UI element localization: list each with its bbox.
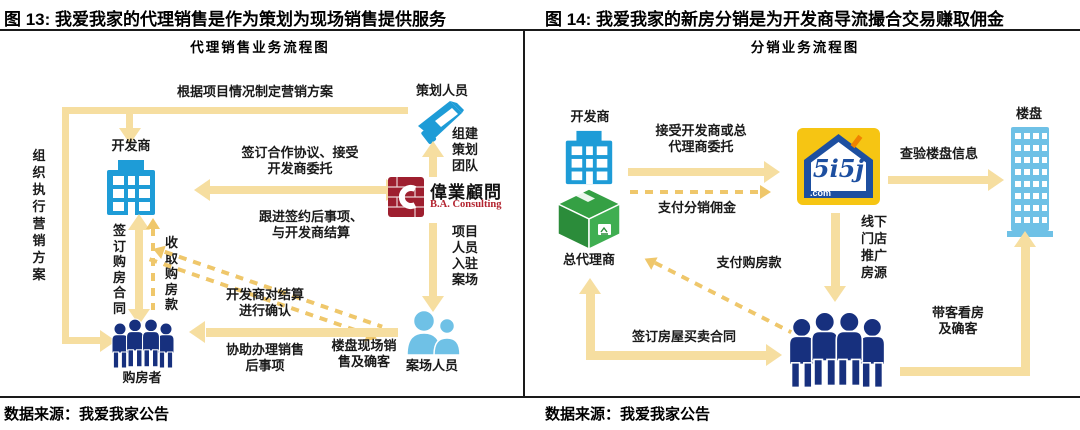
label-pay-house: 支付购房款 — [716, 256, 782, 271]
label-onsite-sale: 楼盘现场销 售及确客 — [331, 339, 397, 370]
arrow-sign-coop-line — [210, 186, 386, 194]
5i5j-logo: 5i5j .com — [797, 128, 880, 205]
arrow-collect-payment-line — [151, 228, 155, 310]
arrow-pay-commission-head — [760, 185, 771, 199]
arrow-organize-line2 — [62, 337, 102, 344]
figure-14-caption: 图 14: 我爱我家的新房分销是为开发商导流撮合交易赚取佣金 — [545, 10, 1005, 29]
site-staff-icon — [403, 309, 463, 356]
fig14-title: 分销业务流程图 — [750, 40, 860, 56]
arrow-onsite-sale-line — [206, 328, 398, 337]
buyer-people-icon — [110, 315, 176, 371]
caption-underline — [0, 29, 1080, 31]
panel-divider — [523, 31, 525, 396]
property-tower-icon — [1007, 125, 1053, 237]
arrow-sign-purchase-head-up — [128, 214, 150, 230]
label-make-plan: 根据项目情况制定营销方案 — [176, 85, 333, 100]
arrow-sign-coop-head-left — [194, 179, 210, 201]
consultant-name-en: B.A. Consulting — [430, 199, 502, 210]
arrow-pay-commission-line — [630, 190, 762, 194]
arrow-staff-enter-line — [429, 223, 437, 299]
arrow-build-team-line — [429, 153, 437, 177]
node-developer14-label: 开发商 — [570, 110, 610, 125]
arrow-make-plan-head — [119, 128, 141, 144]
consultant-brick-icon — [388, 177, 424, 217]
fig13-title: 代理销售业务流程图 — [190, 40, 330, 56]
arrow-pay-house-line — [653, 260, 793, 335]
arrow-accept-entrust-line — [628, 168, 766, 176]
consultant-name-cn: 偉業顧問 — [430, 183, 502, 202]
label-sign-purchase: 签 订 购 房 合 同 — [112, 224, 126, 317]
label-sign-coop: 签订合作协议、接受 开发商委托 — [241, 146, 359, 177]
figure-bottom-rule — [0, 396, 1080, 398]
arrow-sign-purchase-line — [135, 226, 143, 312]
label-accept-entrust: 接受开发商或总 代理商委托 — [655, 124, 747, 155]
node-buyer-label: 购房者 — [122, 371, 162, 386]
arrow-collect-payment-head — [146, 218, 160, 229]
label-confirm-settle: 开发商对结算 进行确认 — [225, 288, 304, 319]
arrow-check-info-head — [988, 169, 1004, 191]
developer14-building-icon — [562, 128, 616, 186]
arrow-check-info-line — [888, 176, 990, 184]
node-general-agent-label: 总代理商 — [562, 253, 615, 268]
arrow-organize-line — [62, 107, 69, 344]
developer-building-icon — [104, 157, 158, 217]
label-organize-plan: 组 织 执 行 营 销 方 案 — [32, 149, 46, 283]
arrow-staff-enter-head — [422, 296, 444, 312]
label-sign-sale: 签订房屋买卖合同 — [631, 330, 736, 345]
figure-13-caption: 图 13: 我爱我家的代理销售是作为策划为现场销售提供服务 — [4, 10, 447, 29]
label-check-info: 查验楼盘信息 — [899, 147, 978, 162]
label-build-team: 组建 策划 团队 — [451, 127, 478, 174]
arrow-make-plan-branch — [126, 108, 133, 130]
arrow-onsite-sale-head — [189, 321, 205, 343]
source-note-right: 数据来源：我爱我家公告 — [545, 406, 711, 423]
5i5j-domain-text: .com — [810, 188, 832, 198]
arrow-bring-clients-head — [1014, 231, 1036, 247]
node-property-label: 楼盘 — [1015, 107, 1042, 122]
arrow-sign-sale-line2 — [586, 351, 768, 360]
arrow-sign-sale-head-up — [579, 278, 601, 294]
arrow-accept-entrust-head — [764, 161, 780, 183]
5i5j-brand-text: 5i5j — [812, 154, 865, 183]
arrow-bring-clients-line2 — [1021, 243, 1030, 376]
arrow-bring-clients-line1 — [900, 367, 1030, 376]
label-bring-clients: 带客看房 及确客 — [931, 306, 984, 337]
label-pay-commission: 支付分销佣金 — [657, 201, 736, 216]
arrow-sign-sale-head-right — [766, 344, 782, 366]
arrow-offline-promo-head — [824, 286, 846, 302]
node-site-staff-label: 案场人员 — [405, 359, 458, 374]
arrow-offline-promo-line — [831, 213, 840, 289]
node-developer-label: 开发商 — [111, 139, 151, 154]
label-offline-promo: 线下 门店 推广 房源 — [860, 215, 887, 281]
label-collect-payment: 收 取 购 房 款 — [164, 236, 178, 313]
arrow-build-team-head — [422, 141, 444, 157]
arrow-make-plan-line — [62, 107, 408, 114]
label-follow-up: 跟进签约后事项、 与开发商结算 — [258, 210, 363, 241]
buyer14-people-icon — [786, 306, 888, 392]
general-agent-box-icon — [555, 188, 623, 251]
label-staff-enter: 项目 人员 入驻 案场 — [451, 225, 478, 288]
planner-megaphone-icon — [410, 99, 466, 147]
source-note-left: 数据来源：我爱我家公告 — [4, 406, 170, 423]
label-assist-after-sale: 协助办理销售 后事项 — [225, 343, 304, 374]
arrow-sign-sale-line1 — [586, 290, 595, 360]
node-planner-label: 策划人员 — [415, 84, 468, 99]
